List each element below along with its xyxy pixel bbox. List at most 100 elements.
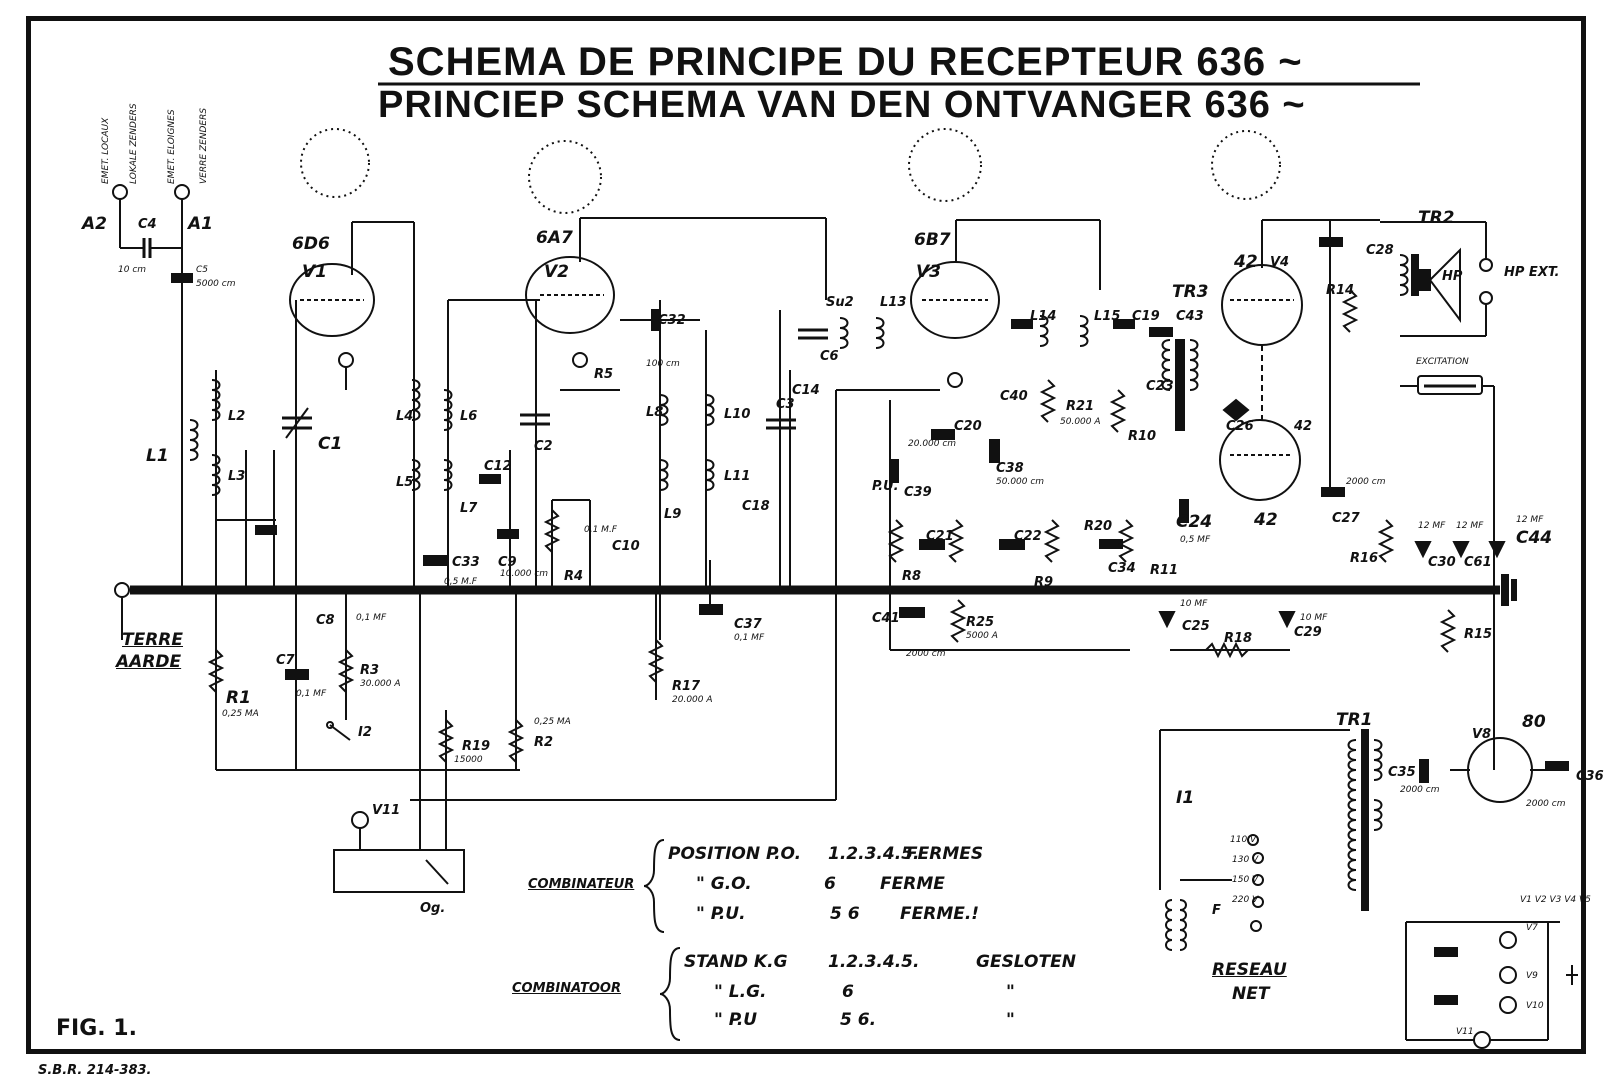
antenna-a2-label: A2 (82, 214, 107, 234)
combinatoor-row-3-c: " (1006, 1010, 1015, 1030)
c25-label: C25 (1182, 619, 1210, 634)
c26-label: C26 (1226, 419, 1254, 434)
c24-value: 0,5 MF (1180, 535, 1211, 545)
c9-label: C9 (498, 555, 517, 570)
su2-label: Su2 (826, 295, 854, 310)
c12mf-2: 12 MF (1456, 521, 1484, 531)
c8-label: C8 (316, 613, 335, 628)
l5-label: L5 (396, 475, 414, 490)
combinateur-row-3-a: " P.U. (696, 904, 746, 924)
r25-label: R25 (966, 615, 995, 630)
c29-label: C29 (1294, 625, 1322, 640)
l1-label: L1 (146, 446, 169, 466)
terre-label: TERRE (122, 630, 184, 650)
c29-value: 10 MF (1300, 613, 1328, 623)
v9-label: V9 (1526, 971, 1538, 981)
c7-value: 0,1 MF (296, 689, 327, 699)
r16-label: R16 (1350, 551, 1379, 566)
c8-value: 0,1 MF (356, 613, 387, 623)
fuse-label: F (1212, 903, 1221, 918)
r14-label: R14 (1326, 283, 1355, 298)
tap-3: 150 V (1232, 875, 1259, 885)
tap-4: 220 V (1232, 895, 1259, 905)
l11-label: L11 (724, 469, 751, 484)
c35-label: C35 (1388, 765, 1416, 780)
c10-value: 0,1 M.F (584, 525, 617, 535)
r19-label: R19 (462, 739, 491, 754)
c28-label: C28 (1366, 243, 1394, 258)
v8-label: V8 (1472, 727, 1492, 742)
pu-label: P.U. (872, 479, 899, 494)
v4-type: 42 (1234, 252, 1258, 272)
c9-value: 10.000 cm (500, 569, 549, 579)
combinateur-row-2-a: " G.O. (696, 874, 752, 894)
c39-label: C39 (904, 485, 932, 500)
c41-label: C41 (872, 611, 900, 626)
v7-label: V7 (1526, 923, 1538, 933)
c10-label: C10 (612, 539, 640, 554)
c23-label: C23 (1146, 379, 1174, 394)
r4-label: R4 (564, 569, 584, 584)
c35-value: 2000 cm (1400, 785, 1440, 795)
r18-label: R18 (1224, 631, 1253, 646)
r21-label: R21 (1066, 399, 1095, 414)
emet-locaux-label: EMET. LOCAUX (101, 117, 111, 184)
c18-label: C18 (742, 499, 770, 514)
v11b-label: V11 (1456, 1027, 1474, 1037)
combinatoor-row-1-a: STAND K.G (684, 952, 788, 972)
r2-value: 0,25 MA (534, 717, 571, 727)
aarde-label: AARDE (116, 652, 182, 672)
c22-label: C22 (1014, 529, 1042, 544)
combinateur-row-3-b: 5 6 (830, 904, 860, 924)
c27-label: C27 (1332, 511, 1360, 526)
v6-label: 42 (1294, 419, 1313, 434)
r21-value: 50.000 A (1060, 417, 1101, 427)
c3-label: C3 (776, 397, 795, 412)
r19-value: 15000 (454, 755, 483, 765)
r3-value: 30.000 A (360, 679, 401, 689)
r5-label: R5 (594, 367, 614, 382)
c21-label: C21 (926, 529, 954, 544)
c12-label: C12 (484, 459, 512, 474)
c6-label: C6 (820, 349, 839, 364)
c12mf-1: 12 MF (1418, 521, 1446, 531)
r9-label: R9 (1034, 575, 1054, 590)
c24-label: C24 (1176, 512, 1213, 532)
v3-label: V3 (916, 262, 941, 282)
c1-label: C1 (318, 434, 343, 454)
combinatoor-row-1-b: 1.2.3.4.5. (828, 952, 920, 972)
combinatoor-row-1-c: GESLOTEN (976, 952, 1076, 972)
r11-label: R11 (1150, 563, 1179, 578)
c32-value: 100 cm (646, 359, 680, 369)
v2-label: V2 (544, 262, 569, 282)
l3-label: L3 (228, 469, 246, 484)
verre-zenders-label: VERRE ZENDERS (199, 107, 209, 184)
combinateur-row-3-c: FERME.! (900, 904, 980, 924)
r2-label: R2 (534, 735, 554, 750)
v2-type: 6A7 (536, 228, 573, 248)
drawing-frame (26, 16, 1586, 1054)
reseau-label: RESEAU (1212, 960, 1287, 980)
tap-2: 130 V (1232, 855, 1259, 865)
r1-value: 0,25 MA (222, 709, 259, 719)
c19-label: C19 (1132, 309, 1160, 324)
v1-type: 6D6 (292, 234, 330, 254)
hp-ext-label: HP EXT. (1504, 265, 1560, 280)
combinateur-row-2-b: 6 (824, 874, 836, 894)
c36-value: 2000 cm (1526, 799, 1566, 809)
c36-label: C36 (1576, 769, 1604, 784)
combinatoor-row-3-a: " P.U (714, 1010, 758, 1030)
lokale-zenders-label: LOKALE ZENDERS (129, 103, 139, 184)
c20-label: C20 (954, 419, 982, 434)
og-label: Og. (420, 901, 446, 916)
c34-label: C34 (1108, 561, 1136, 576)
v3-type: 6B7 (914, 230, 951, 250)
figure-number: FIG. 1. (56, 1016, 137, 1041)
l6-label: L6 (460, 409, 478, 424)
c33-label: C33 (452, 555, 480, 570)
v1-label: V1 (302, 262, 327, 282)
antenna-a1-label: A1 (188, 214, 213, 234)
c25-value: 10 MF (1180, 599, 1208, 609)
l14-label: L14 (1030, 309, 1057, 324)
